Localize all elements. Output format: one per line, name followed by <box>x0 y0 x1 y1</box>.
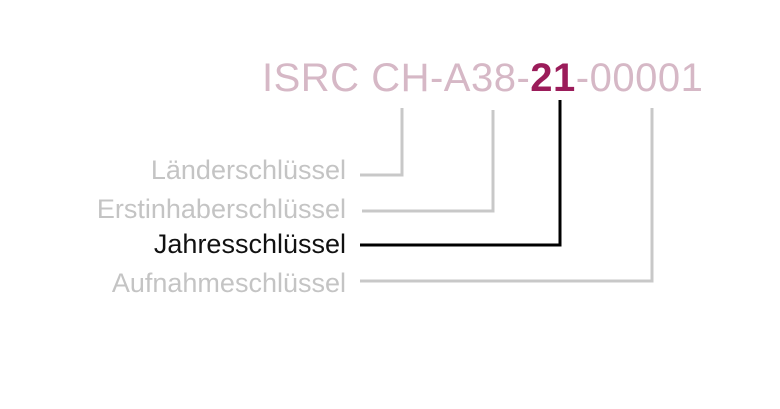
label-designation-key: Aufnahmeschlüssel <box>111 268 346 298</box>
isrc-hyphen: - <box>575 56 590 100</box>
isrc-hyphen: - <box>429 56 444 100</box>
label-registrant-key: Erstinhaberschlüssel <box>96 194 346 224</box>
connector-country <box>360 108 404 177</box>
label-country-key: Länderschlüssel <box>150 155 346 185</box>
isrc-designation-code: 00001 <box>589 56 704 100</box>
isrc-country-code: CH <box>371 56 430 100</box>
isrc-hyphen: - <box>516 56 531 100</box>
isrc-code: ISRC CH-A38-21-00001 <box>262 54 703 102</box>
connector-designation <box>360 108 654 283</box>
isrc-registrant-code: A38 <box>443 56 517 100</box>
isrc-year-code: 21 <box>530 56 576 100</box>
connector-year <box>360 100 562 247</box>
isrc-prefix: ISRC <box>262 56 372 100</box>
label-year-key: Jahresschlüssel <box>153 229 346 259</box>
connector-registrant <box>362 110 495 213</box>
